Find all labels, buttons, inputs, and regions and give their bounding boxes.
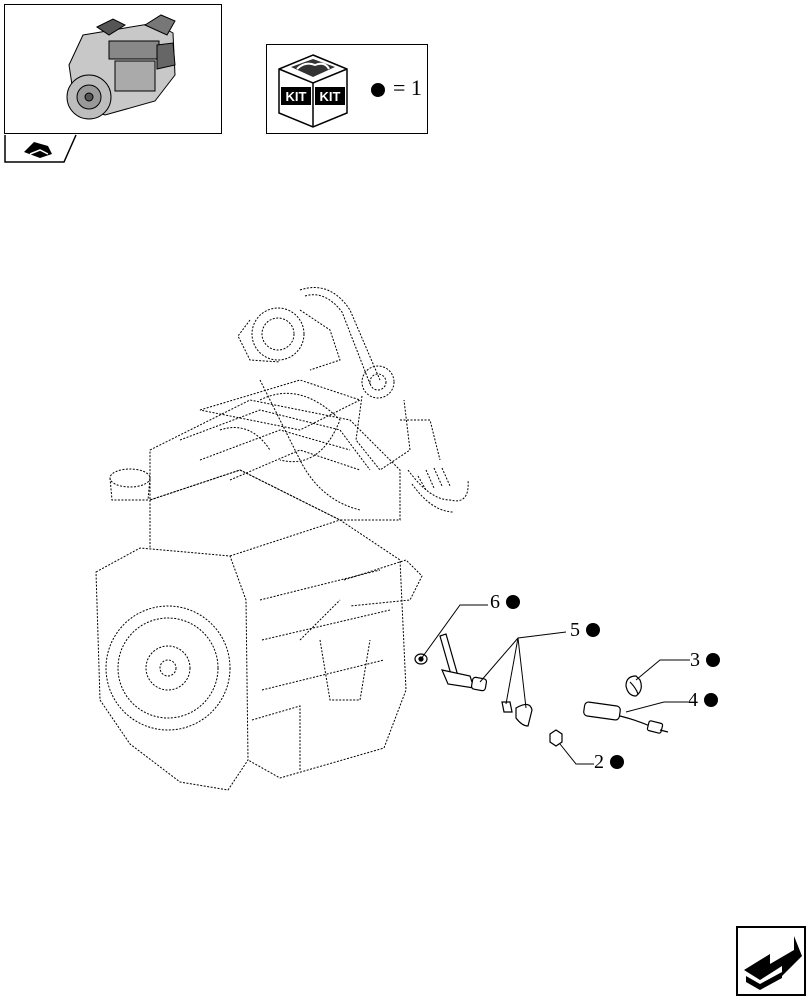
filler-cap xyxy=(109,468,151,488)
callout-number: 4 xyxy=(688,689,698,711)
drive-belt xyxy=(299,287,381,381)
alternator xyxy=(251,307,305,361)
bullet-dot-icon xyxy=(706,653,720,667)
callout-number: 5 xyxy=(570,619,580,641)
callout-4[interactable]: 4 xyxy=(688,690,718,710)
part-5-fitting xyxy=(501,701,513,713)
part-5-bracket xyxy=(515,703,533,727)
engine-section-tab[interactable] xyxy=(4,134,84,164)
bullet-dot-icon xyxy=(371,83,385,97)
bullet-dot-icon xyxy=(704,693,718,707)
callout-2[interactable]: 2 xyxy=(594,752,624,772)
engine-section-icon xyxy=(24,142,52,158)
kit-label-right: KIT xyxy=(320,89,341,104)
kit-legend: KIT KIT = 1 xyxy=(266,44,428,134)
coolant-hose xyxy=(407,469,469,502)
intake-manifold xyxy=(199,379,362,431)
leader-3 xyxy=(635,659,690,681)
kit-label-left: KIT xyxy=(286,89,307,104)
callout-3[interactable]: 3 xyxy=(690,650,720,670)
engine-thumbnail[interactable] xyxy=(4,4,222,134)
flywheel xyxy=(105,605,231,731)
exhaust-pipe xyxy=(343,559,423,607)
callout-number: 6 xyxy=(490,591,500,613)
cylinder-head xyxy=(149,399,401,521)
callout-number: 3 xyxy=(690,649,700,671)
engine-block xyxy=(229,519,407,779)
callout-5[interactable]: 5 xyxy=(570,620,600,640)
callout-number: 2 xyxy=(594,751,604,773)
leader-2 xyxy=(559,743,594,765)
leader-6 xyxy=(420,604,488,660)
next-page-button[interactable] xyxy=(736,926,806,996)
kit-box-icon: KIT KIT xyxy=(278,54,348,128)
part-2-nut xyxy=(549,729,563,747)
flywheel-housing xyxy=(95,547,249,791)
bullet-dot-icon xyxy=(586,623,600,637)
engine-thumbnail-icon xyxy=(66,14,176,120)
bullet-dot-icon xyxy=(506,595,520,609)
next-page-arrow-icon xyxy=(744,936,802,990)
leader-5 xyxy=(479,631,567,683)
legend-equals-value: = 1 xyxy=(393,75,422,100)
turbocharger xyxy=(361,365,395,399)
callout-6[interactable]: 6 xyxy=(490,592,520,612)
leader-4 xyxy=(625,701,688,713)
part-4-sensor xyxy=(583,701,621,721)
bullet-dot-icon xyxy=(610,755,624,769)
